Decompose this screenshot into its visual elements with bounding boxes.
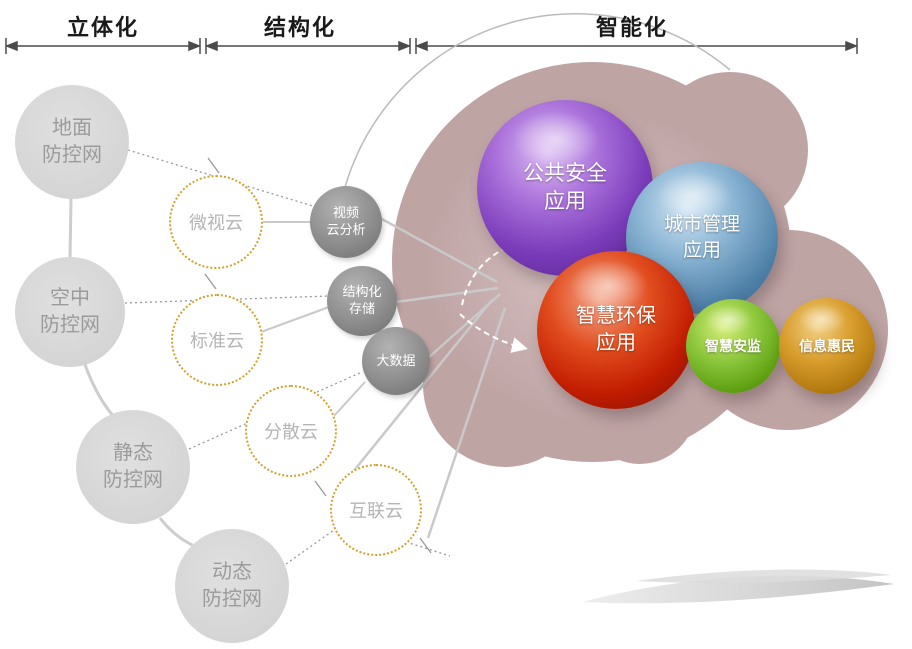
process-node-structured-storage: 结构化 存储 (327, 266, 397, 336)
process-node-structured-storage-line2: 存储 (348, 301, 375, 316)
cloud-node-distributed: 分散云 (245, 385, 337, 477)
cloud-node-interconnected-label: 互联云 (349, 501, 403, 521)
app-sphere-smart-environment-line2: 应用 (596, 332, 636, 354)
process-node-bigdata-line1: 大数据 (376, 352, 416, 368)
cloudnode-process-links (260, 221, 366, 418)
defense-node-dynamic-line1: 动态 (212, 561, 252, 583)
app-sphere-smart-environment-line1: 智慧环保 (576, 305, 656, 327)
swoosh-decoration (582, 569, 894, 604)
defense-node-air-line2: 防控网 (40, 314, 100, 336)
defense-node-ground-line1: 地面 (52, 117, 92, 139)
cloud-node-distributed-label: 分散云 (264, 422, 318, 442)
phase-bracket-intelligent (414, 38, 859, 54)
cloud-node-interconnected: 互联云 (330, 464, 422, 556)
phase-label-stereoscopic: 立体化 (66, 15, 139, 40)
phase-label-intelligent: 智能化 (595, 15, 668, 40)
cloud-fan-lines (347, 216, 507, 539)
defense-node-static-line1: 静态 (113, 442, 153, 464)
app-sphere-public-safety-line2: 应用 (544, 190, 586, 213)
defense-node-ground-line2: 防控网 (42, 144, 102, 166)
cloud-node-microvision-label: 微视云 (189, 213, 243, 233)
phase-bracket-structured (204, 38, 412, 54)
defense-node-dynamic: 动态 防控网 (175, 529, 289, 643)
process-node-video-analysis: 视频 云分析 (310, 186, 382, 258)
app-sphere-smart-safety: 智慧安监 (686, 299, 780, 393)
defense-node-ground: 地面 防控网 (15, 85, 129, 199)
defense-node-dynamic-line2: 防控网 (202, 588, 262, 610)
cloud-outline-arc (337, 13, 731, 221)
defense-node-static: 静态 防控网 (76, 410, 190, 524)
app-sphere-public-safety-line1: 公共安全 (523, 161, 607, 185)
process-node-video-analysis-line1: 视频 (332, 205, 359, 221)
app-sphere-information-benefit: 信息惠民 (779, 298, 875, 394)
app-sphere-city-management-line2: 应用 (682, 240, 721, 261)
app-sphere-city-management-line1: 城市管理 (663, 214, 740, 236)
dotted-relation-lines (124, 149, 451, 565)
app-sphere-information-benefit-line1: 信息惠民 (799, 338, 855, 354)
phase-label-structured: 结构化 (263, 15, 336, 40)
phase-bracket-stereoscopic (4, 38, 202, 54)
defense-node-air-line1: 空中 (50, 287, 90, 309)
defense-node-static-line2: 防控网 (103, 469, 163, 491)
cloud-node-standard-label: 标准云 (190, 331, 244, 351)
app-sphere-smart-safety-line1: 智慧安监 (705, 338, 761, 354)
cloud-node-standard: 标准云 (171, 294, 263, 386)
app-sphere-public-safety: 公共安全 应用 (477, 100, 653, 276)
cloud-node-microvision: 微视云 (169, 175, 263, 269)
relation-line-ticks (204, 157, 432, 554)
app-sphere-smart-environment: 智慧环保 应用 (537, 251, 695, 409)
process-node-bigdata: 大数据 (362, 327, 430, 395)
defense-node-air: 空中 防控网 (15, 257, 125, 367)
process-node-video-analysis-line2: 云分析 (326, 222, 366, 237)
process-node-structured-storage-line1: 结构化 (342, 284, 382, 300)
